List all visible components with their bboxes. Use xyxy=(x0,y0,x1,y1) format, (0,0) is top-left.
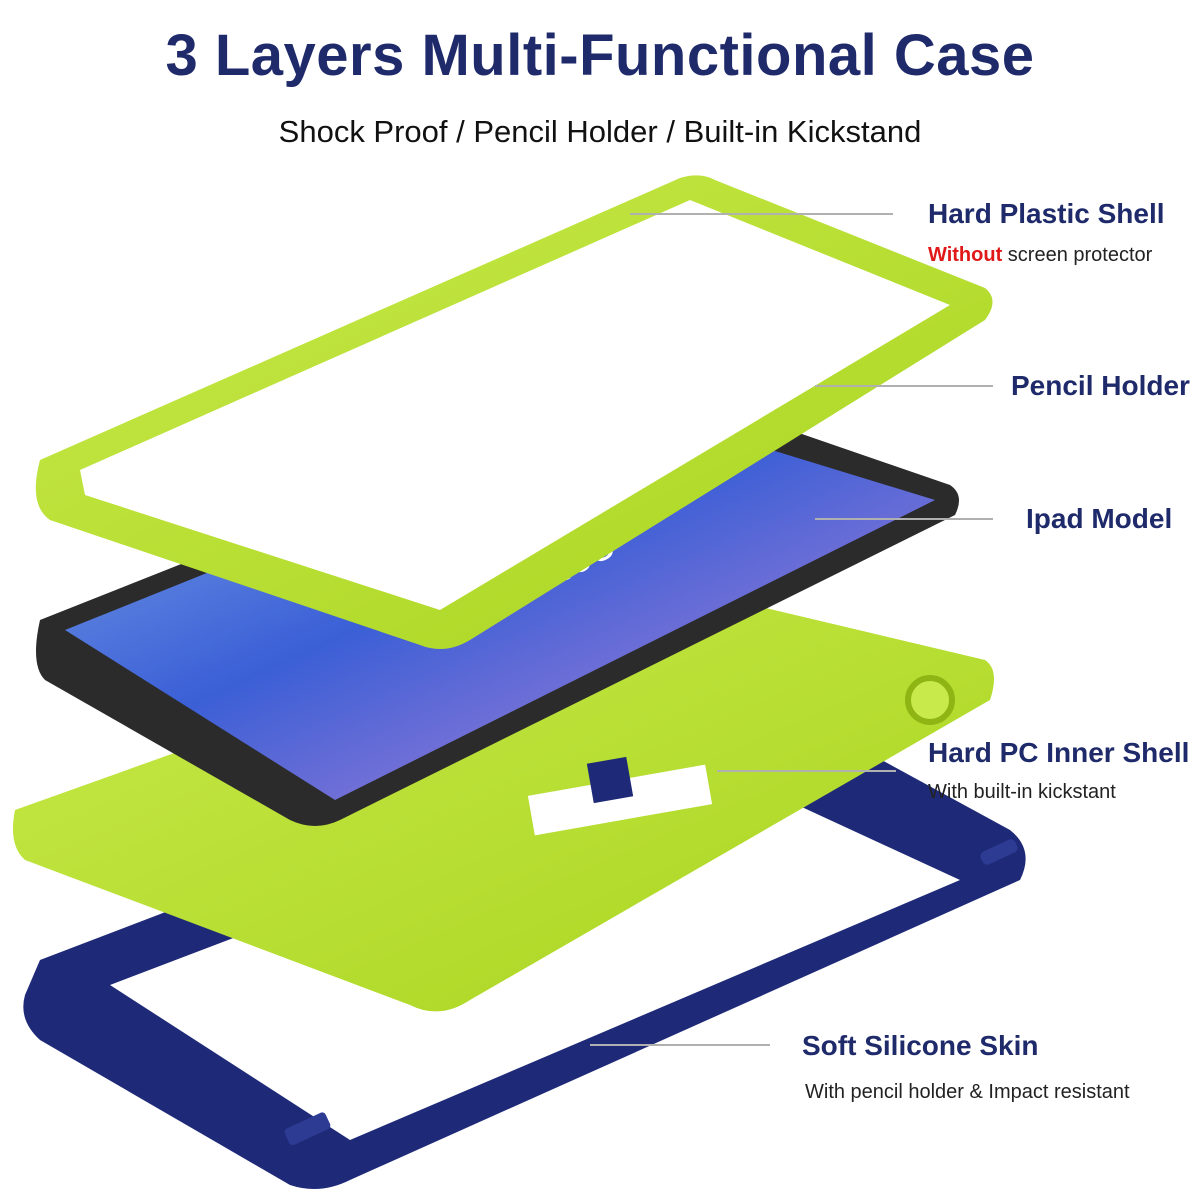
sublabel-silicone-skin: With pencil holder & Impact resistant xyxy=(805,1081,1130,1103)
emphasis-without: Without xyxy=(928,244,1003,266)
label-pencil-holder: Pencil Holder xyxy=(1011,370,1190,401)
page-subtitle: Shock Proof / Pencil Holder / Built-in K… xyxy=(278,114,922,149)
label-pc-inner-shell: Hard PC Inner Shell xyxy=(928,737,1190,768)
page-title: 3 Layers Multi-Functional Case xyxy=(165,23,1035,88)
label-hard-plastic-shell: Hard Plastic Shell xyxy=(928,198,1165,229)
pc-inner-shell xyxy=(12,585,995,1012)
hard-plastic-shell xyxy=(35,175,993,649)
sublabel-pc-inner-shell: With built-in kickstant xyxy=(928,781,1116,803)
sublabel-hard-plastic-shell: Without screen protector xyxy=(928,244,1152,267)
label-ipad-model: Ipad Model xyxy=(1026,503,1173,534)
sublabel-rest: screen protector xyxy=(1002,244,1153,266)
leader-lines xyxy=(590,213,993,1046)
label-silicone-skin: Soft Silicone Skin xyxy=(802,1030,1039,1061)
